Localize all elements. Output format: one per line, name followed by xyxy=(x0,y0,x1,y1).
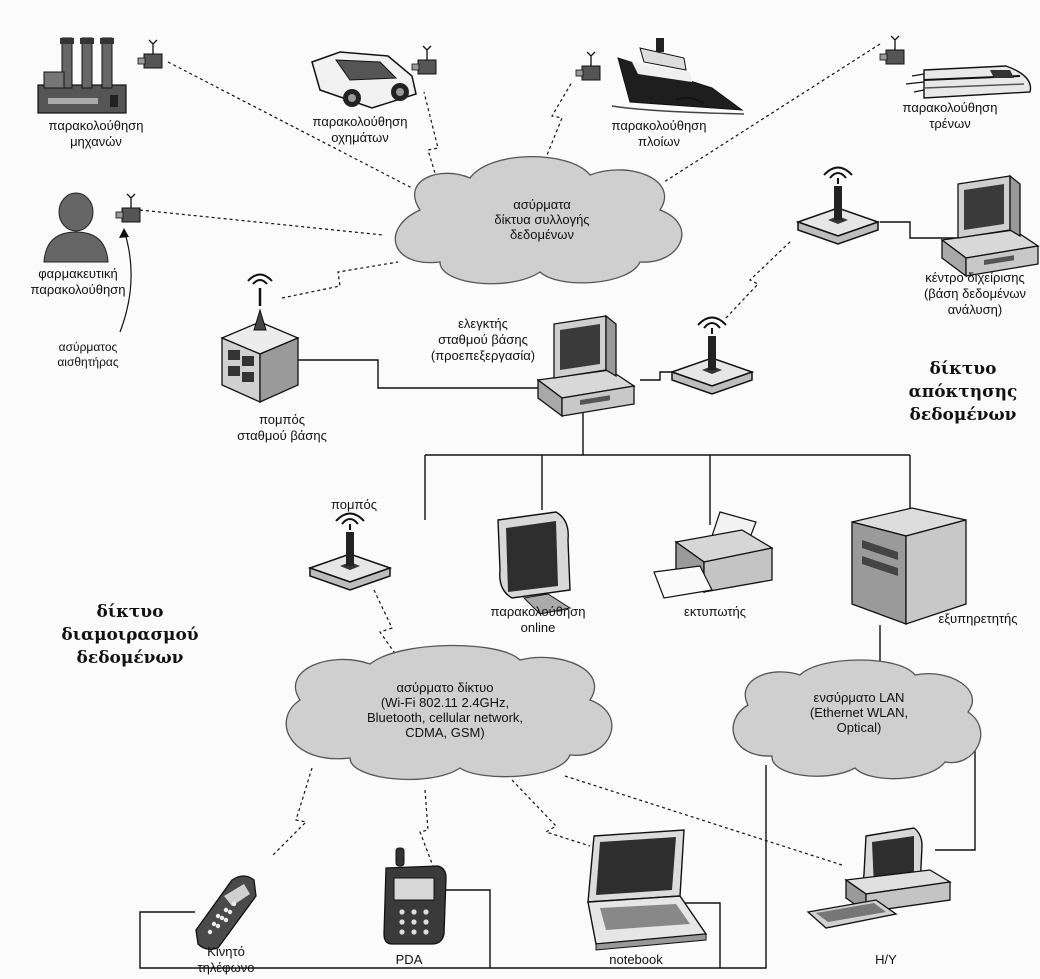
cloud-wireless-network xyxy=(285,644,613,781)
notebook-label: notebook xyxy=(609,952,663,967)
cloud-data-collection-label: ασύρματα δίκτυα συλλογής δεδομένων xyxy=(494,197,590,242)
train-tag-icon xyxy=(879,35,905,65)
printer-label: εκτυπωτής xyxy=(684,604,746,619)
factory-label: παρακολούθηση μηχανών xyxy=(48,118,144,149)
transceiver-upper-icon xyxy=(797,166,879,245)
cloud-wired-lan-label: ενσύρματο LAN (Ethernet WLAN, Optical) xyxy=(809,690,909,735)
base-transmitter-label: πομπός σταθμού βάσης xyxy=(237,412,327,443)
car-label: παρακολούθηση οχημάτων xyxy=(312,114,408,145)
ship-icon xyxy=(611,38,745,115)
factory-tag-icon xyxy=(137,39,163,69)
management-center-label: κέντρο διχείρισης (βάση δεδομένων ανάλυσ… xyxy=(923,270,1027,317)
acquisition-network-heading: δίκτυο απόκτησης δεδομένων xyxy=(908,359,1018,425)
notebook-icon xyxy=(587,829,708,951)
transmitter-icon xyxy=(309,512,391,591)
pharma-label: φαρμακευτική παρακολούθηση xyxy=(30,266,126,297)
person-icon xyxy=(43,192,109,263)
sensor-arrowhead xyxy=(119,228,129,238)
sensor-tag-icon xyxy=(115,193,141,223)
pc-icon xyxy=(806,827,952,929)
monitor-label: παρακολούθηση online xyxy=(490,604,586,635)
cloud-wired-lan xyxy=(732,659,982,780)
transceiver-icon xyxy=(671,316,753,395)
cloud-wireless-network-label: ασύρματο δίκτυο (Wi-Fi 802.11 2.4GHz, Bl… xyxy=(366,680,524,740)
sensor-pointer-arrow xyxy=(119,229,132,333)
train-label: παρακολούθηση τρένων xyxy=(902,100,998,131)
controller-computer-icon xyxy=(537,315,635,417)
train-icon xyxy=(905,65,1032,99)
cloud-data-collection xyxy=(394,156,683,285)
pc-label: H/Y xyxy=(875,952,897,967)
base-station-tower-icon xyxy=(220,273,300,404)
server-icon xyxy=(851,507,967,625)
car-tag-icon xyxy=(411,45,437,75)
wireless-links xyxy=(139,43,881,875)
management-computer-icon xyxy=(941,175,1039,277)
server-label: εξυπηρετητής xyxy=(938,611,1018,626)
wired-links xyxy=(139,221,976,969)
mobile-phone-label: Κινητό τηλέφωνο xyxy=(197,944,255,975)
pda-icon xyxy=(383,847,447,945)
printer-icon xyxy=(653,511,774,599)
pda-label: PDA xyxy=(395,952,423,967)
factory-icon xyxy=(37,37,127,114)
ship-tag-icon xyxy=(575,51,601,81)
distribution-network-heading: δίκτυο διαμοιρασμού δεδομένων xyxy=(61,602,199,668)
car-icon xyxy=(311,51,417,109)
controller-label: ελεγκτής σταθμού βάσης (προεπεξεργασία) xyxy=(430,316,536,363)
ship-label: παρακολούθηση πλοίων xyxy=(611,118,707,149)
transmitter-label: πομπός xyxy=(331,497,377,512)
sensor-label: ασύρματος αισθητήρας xyxy=(57,340,119,369)
mobile-phone-icon xyxy=(195,875,257,950)
monitor-icon xyxy=(497,511,572,615)
